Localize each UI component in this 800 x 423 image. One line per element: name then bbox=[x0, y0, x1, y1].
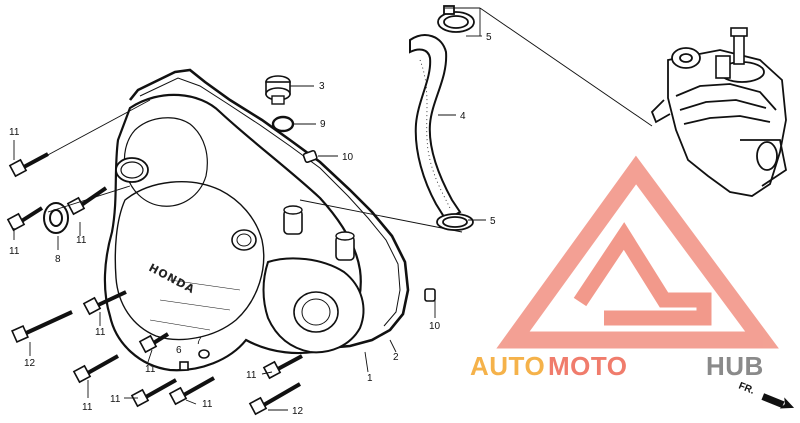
callout-11-bottom-center: 11 bbox=[202, 399, 213, 410]
callout-6: 6 bbox=[176, 345, 182, 356]
callout-8: 8 bbox=[55, 254, 61, 265]
bolt-long-12-left bbox=[11, 310, 73, 343]
bolt-long-12-bottom bbox=[248, 382, 302, 416]
callout-2: 2 bbox=[393, 352, 399, 363]
bolt-short-center bbox=[138, 332, 170, 354]
watermark-text-moto: MOTO bbox=[548, 351, 628, 381]
bolt-left-mid bbox=[6, 206, 44, 232]
dowel-pin-upper bbox=[302, 149, 318, 163]
callout-11-seal: 11 bbox=[76, 235, 87, 246]
front-arrow-shaft bbox=[761, 393, 785, 409]
bolt-lower-left bbox=[72, 354, 119, 384]
callout-5-upper: 5 bbox=[486, 32, 492, 43]
gasket-inner-edge bbox=[139, 77, 401, 327]
callout-10-lower: 10 bbox=[429, 321, 441, 332]
front-direction-marker: FR. bbox=[737, 381, 795, 409]
callout-11-lower-right: 11 bbox=[246, 370, 257, 381]
filler-plug bbox=[265, 75, 291, 105]
crankcase-cover: HONDA bbox=[103, 93, 365, 372]
callout-9: 9 bbox=[320, 119, 326, 130]
callout-11-mid: 11 bbox=[95, 327, 106, 338]
callout-11-center: 11 bbox=[145, 364, 156, 375]
hose-texture bbox=[419, 59, 451, 209]
water-hose bbox=[409, 34, 462, 222]
front-arrow-icon bbox=[767, 388, 795, 409]
watermark-g-stroke bbox=[573, 222, 712, 326]
hose-clamp-lower bbox=[436, 213, 474, 231]
callout-7: 7 bbox=[196, 336, 202, 347]
cylinder-assembly bbox=[650, 27, 788, 197]
bolt-small-6 bbox=[179, 361, 189, 371]
callout-10-upper: 10 bbox=[342, 152, 354, 163]
bolt-top-left bbox=[8, 152, 49, 178]
callout-4: 4 bbox=[460, 111, 466, 122]
cover-gasket bbox=[128, 68, 410, 350]
bolt-seal-right bbox=[66, 186, 108, 216]
washer-7 bbox=[198, 349, 210, 359]
front-direction-label: FR. bbox=[737, 381, 756, 397]
dowel-pin-lower bbox=[424, 288, 436, 302]
oil-seal bbox=[43, 202, 69, 234]
bolt-lower-right bbox=[262, 354, 303, 380]
bolt-bottom-left bbox=[130, 378, 177, 408]
callout-5-lower: 5 bbox=[490, 216, 496, 227]
callout-12-bottom: 12 bbox=[292, 406, 304, 417]
callout-12-left: 12 bbox=[24, 358, 36, 369]
hose-clamp-upper bbox=[437, 5, 475, 33]
callout-numbers: 1 2 3 4 5 5 6 7 8 9 10 10 11 11 11 11 11… bbox=[9, 32, 496, 417]
o-ring bbox=[271, 115, 295, 133]
leader-lines bbox=[13, 7, 653, 411]
callout-3: 3 bbox=[319, 81, 325, 92]
callout-1: 1 bbox=[367, 373, 373, 384]
bolt-set bbox=[6, 152, 303, 416]
callout-11-bottom-left: 11 bbox=[82, 402, 93, 413]
callout-11-top-left: 11 bbox=[9, 127, 20, 138]
bolt-long-mid bbox=[82, 290, 127, 316]
bolt-bottom-center bbox=[168, 376, 215, 406]
watermark-logo: AUTO MOTO HUB bbox=[470, 155, 779, 381]
callout-11-bottom: 11 bbox=[110, 394, 121, 405]
callout-11-left: 11 bbox=[9, 246, 20, 257]
watermark-text-hub: HUB bbox=[706, 351, 764, 381]
watermark-text-auto: AUTO bbox=[470, 351, 545, 381]
